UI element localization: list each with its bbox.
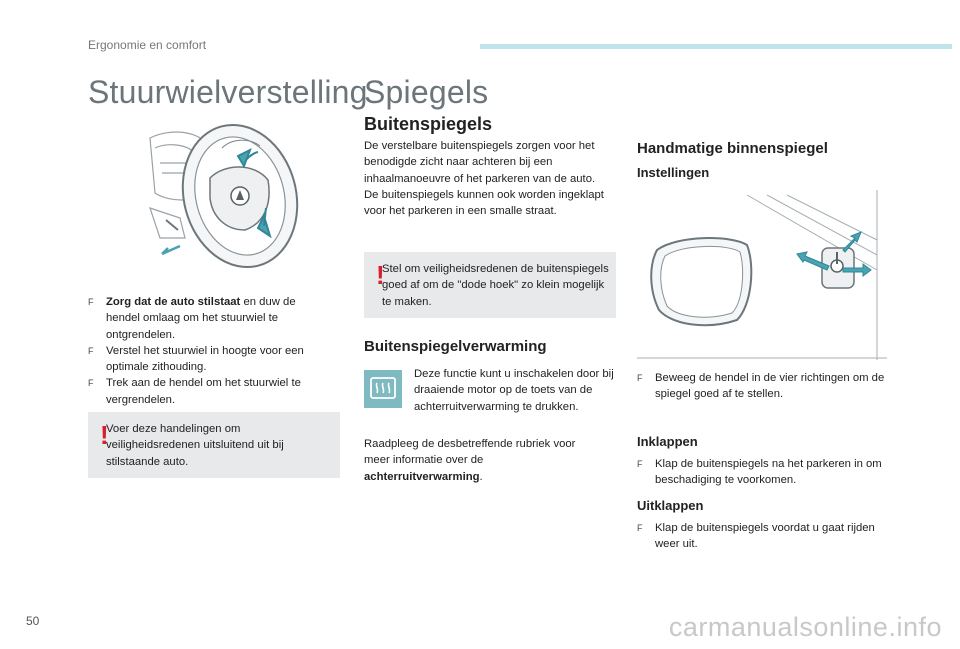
list-item: F Trek aan de hendel om het stuurwiel te…: [88, 375, 328, 408]
page-title-mirrors: Spiegels: [364, 74, 489, 110]
mirrors-warning-text: Stel om veiligheidsredenen de buitenspie…: [382, 263, 609, 308]
bullet-icon: F: [88, 378, 94, 389]
section-label: Ergonomie en comfort: [88, 38, 207, 52]
settings-steps-list: F Beweeg de hendel in de vier richtingen…: [637, 370, 889, 403]
list-item: F Beweeg de hendel in de vier richtingen…: [637, 370, 889, 403]
unfold-title: Uitklappen: [637, 498, 704, 513]
step-2-text: Verstel het stuurwiel in hoogte voor een…: [106, 344, 304, 374]
fold-step-text: Klap de buitenspiegels na het parkeren i…: [655, 458, 882, 487]
bullet-icon: F: [88, 297, 94, 307]
reference-end: .: [479, 470, 483, 483]
reference-text: Raadpleeg de desbetreffende rubriek voor…: [364, 438, 576, 467]
warning-icon: !: [100, 420, 109, 450]
interior-mirror-title: Handmatige binnenspiegel: [637, 140, 828, 157]
steering-warning-box: ! Voer deze handelingen om veiligheidsre…: [88, 412, 340, 478]
heating-text: Deze functie kunt u inschakelen door bij…: [414, 368, 614, 413]
list-item: F Klap de buitenspiegels voordat u gaat …: [637, 520, 889, 553]
steering-warning-text: Voer deze handelingen om veiligheidsrede…: [106, 423, 284, 468]
bullet-icon: F: [637, 373, 643, 383]
list-item: F Klap de buitenspiegels na het parkeren…: [637, 456, 889, 489]
mirrors-warning-box: ! Stel om veiligheidsredenen de buitensp…: [364, 252, 616, 318]
reference-link-text: achterruitverwarming: [364, 470, 480, 483]
list-item: F Zorg dat de auto stilstaat en duw de h…: [88, 294, 328, 343]
unfold-step-text: Klap de buitenspiegels voordat u gaat ri…: [655, 522, 875, 551]
mirror-adjust-illustration: [637, 190, 887, 360]
page-number: 50: [26, 614, 40, 628]
mirrors-intro: De verstelbare buitenspiegels zorgen voo…: [364, 140, 604, 218]
heating-title: Buitenspiegelverwarming: [364, 338, 547, 355]
heating-reference: Raadpleeg de desbetreffende rubriek voor…: [364, 436, 604, 485]
fold-title: Inklappen: [637, 434, 698, 449]
bullet-icon: F: [88, 345, 94, 356]
rear-defrost-icon: [364, 370, 402, 408]
fold-steps-list: F Klap de buitenspiegels na het parkeren…: [637, 456, 889, 489]
watermark: carmanualsonline.info: [668, 612, 942, 642]
bullet-icon: F: [637, 523, 643, 533]
warning-icon: !: [376, 260, 385, 290]
unfold-steps-list: F Klap de buitenspiegels voordat u gaat …: [637, 520, 889, 553]
list-item: F Verstel het stuurwiel in hoogte voor e…: [88, 343, 328, 376]
header-accent-bar: [480, 44, 952, 49]
steering-steps-list: F Zorg dat de auto stilstaat en duw de h…: [88, 294, 328, 408]
step-1-bold: Zorg dat de auto stilstaat: [106, 296, 241, 308]
page-title-steering: Stuurwielverstelling: [88, 74, 368, 110]
step-3-text: Trek aan de hendel om het stuurwiel te v…: [106, 377, 301, 406]
steering-wheel-illustration: [149, 123, 299, 269]
settings-title: Instellingen: [637, 165, 710, 180]
step-1-text: en duw de hendel omlaag om het stuurwiel…: [106, 296, 296, 341]
bullet-icon: F: [637, 459, 643, 469]
subtitle-exterior-mirrors: Buitenspiegels: [364, 114, 493, 134]
settings-step-text: Beweeg de hendel in de vier richtingen o…: [655, 372, 885, 401]
